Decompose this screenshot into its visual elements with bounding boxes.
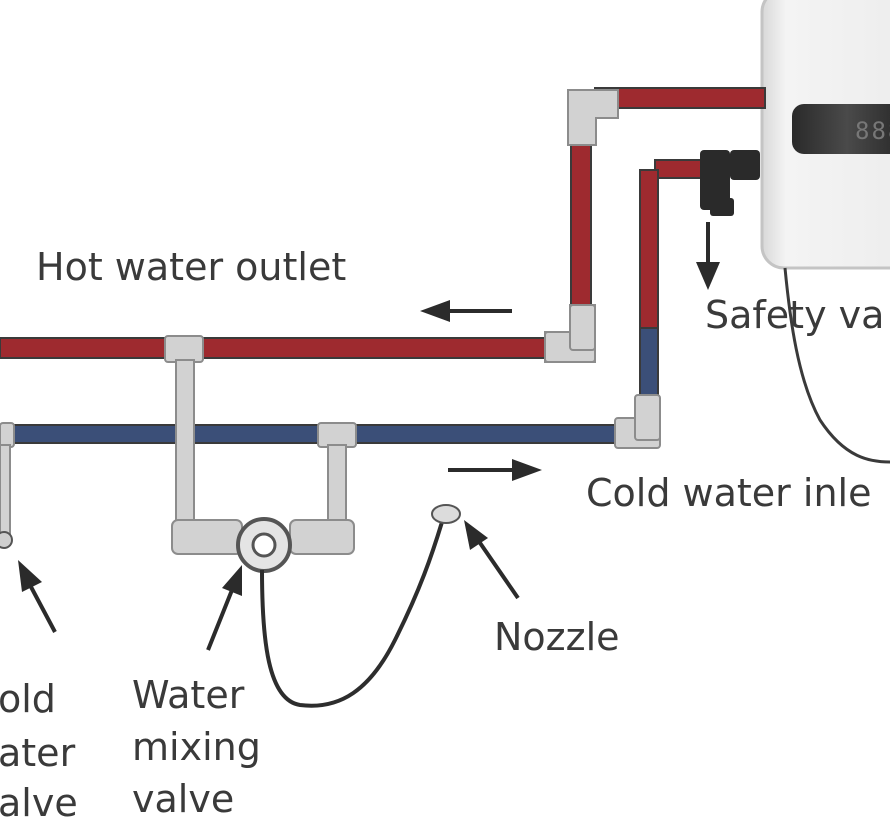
label-water-mixing-valve-1: Water	[132, 673, 245, 717]
hot-flow-arrow	[420, 300, 512, 322]
water-mixing-valve	[236, 517, 292, 573]
safety-valve	[696, 150, 760, 290]
nozzle	[431, 504, 461, 524]
nozzle-pointer-arrow	[464, 520, 520, 600]
cold-branch-to-mixer	[317, 422, 357, 524]
mixer-supply-pipe	[171, 519, 355, 555]
label-water-mixing-valve-2: mixing	[132, 725, 261, 769]
heater-drain-hose	[783, 267, 890, 464]
heater-display	[792, 104, 890, 154]
label-cold-water-inlet: Cold water inle	[586, 471, 871, 515]
cold-water-valve	[0, 422, 15, 549]
label-nozzle: Nozzle	[494, 615, 620, 659]
cold-water-pipe	[0, 159, 716, 444]
cold-valve-pointer-arrow	[18, 560, 57, 633]
label-safety-valve: Safety va	[705, 293, 884, 337]
label-cold-water-valve-3: alve	[0, 781, 78, 820]
shower-hose	[260, 521, 444, 708]
label-hot-water-outlet: Hot water outlet	[36, 245, 346, 289]
elbow-fittings	[544, 89, 661, 449]
label-water-mixing-valve-3: valve	[132, 777, 234, 820]
heater-display-readout: 888	[855, 117, 890, 145]
mixing-valve-pointer-arrow	[206, 565, 242, 651]
cold-flow-arrow	[448, 459, 542, 481]
water-heater: 888	[760, 0, 890, 270]
label-cold-water-valve-1: old	[0, 677, 56, 721]
label-cold-water-valve-2: ater	[0, 731, 76, 775]
